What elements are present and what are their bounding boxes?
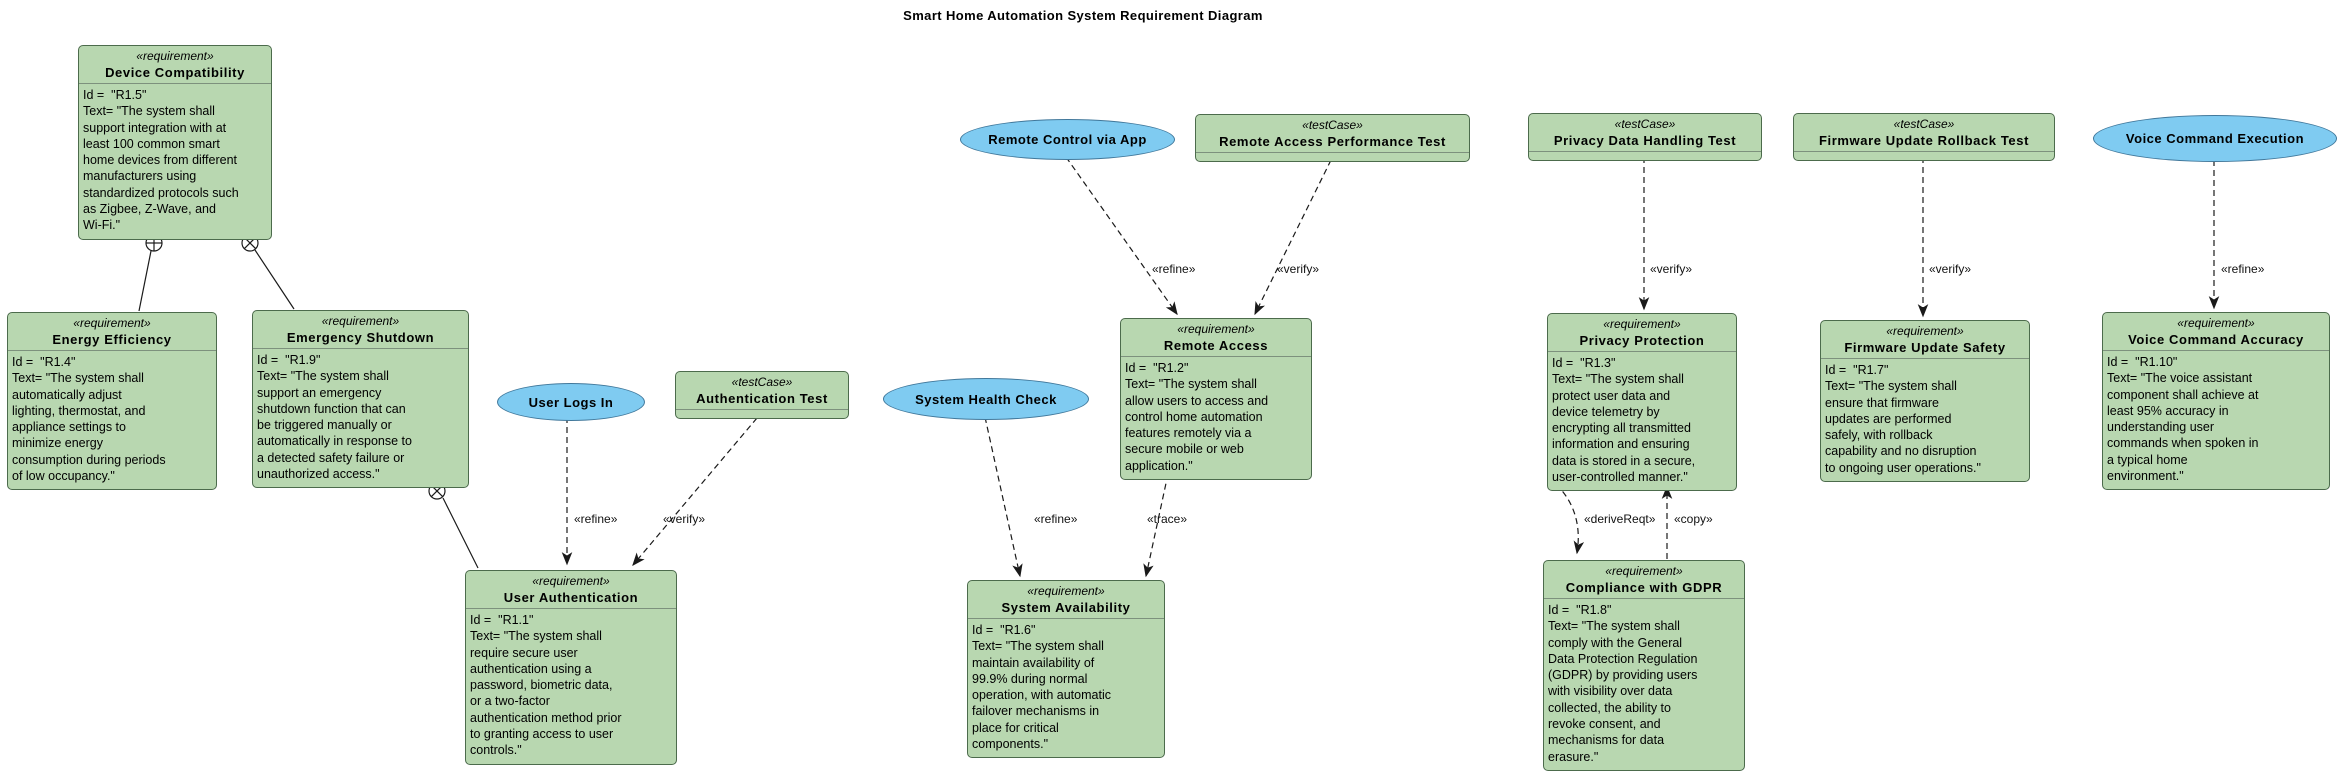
requirement-body: Id = "R1.1" Text= "The system shall requ… <box>470 613 622 758</box>
edge-label-refine: «refine» <box>1152 262 1196 276</box>
edge-label-copy: «copy» <box>1674 512 1713 526</box>
node-header: «requirement» Emergency Shutdown <box>253 311 468 349</box>
stereotype-label: «testCase» <box>1302 118 1363 132</box>
edge-verify-authentication-test <box>632 417 758 567</box>
node-header: «requirement» Compliance with GDPR <box>1544 561 1744 599</box>
node-name: Remote Control via App <box>988 132 1147 147</box>
stereotype-label: «testCase» <box>1893 117 1955 131</box>
node-name: Voice Command Accuracy <box>2128 332 2304 347</box>
requirement-body: Id = "R1.4" Text= "The system shall auto… <box>12 355 166 484</box>
stereotype-label: «requirement» <box>1886 324 1964 338</box>
requirement-device-compatibility: «requirement» Device Compatibility Id = … <box>78 45 272 240</box>
node-header: «requirement» Voice Command Accuracy <box>2103 313 2329 351</box>
edge-contains-user-auth <box>442 497 479 569</box>
node-header: «testCase» Firmware Update Rollback Test <box>1794 114 2054 152</box>
requirement-body: Id = "R1.2" Text= "The system shall allo… <box>1125 361 1269 473</box>
edge-label-derivereqt: «deriveReqt» <box>1584 512 1656 526</box>
node-name: Voice Command Execution <box>2125 131 2305 146</box>
usecase-remote-control-via-app: Remote Control via App <box>960 119 1175 160</box>
requirement-body: Id = "R1.9" Text= "The system shall supp… <box>257 353 412 482</box>
usecase-voice-command-execution: Voice Command Execution <box>2093 115 2337 162</box>
node-header: «testCase» Privacy Data Handling Test <box>1529 114 1761 152</box>
node-name: Firmware Update Rollback Test <box>1818 133 2030 148</box>
requirement-emergency-shutdown: «requirement» Emergency Shutdown Id = "R… <box>252 310 469 489</box>
node-name: Privacy Protection <box>1579 333 1705 348</box>
node-name: System Availability <box>1001 600 1131 615</box>
edge-refine-system-health-check <box>984 416 1023 578</box>
node-name: Remote Access Performance Test <box>1219 134 1446 149</box>
edge-contains-energy <box>138 250 152 312</box>
requirement-privacy-protection: «requirement» Privacy Protection Id = "R… <box>1547 313 1737 492</box>
edge-contains-emergency <box>254 249 295 310</box>
node-name: Authentication Test <box>696 391 828 406</box>
edge-label-refine: «refine» <box>574 512 618 526</box>
stereotype-label: «requirement» <box>2177 316 2255 330</box>
requirement-body: Id = "R1.3" Text= "The system shall prot… <box>1552 356 1696 485</box>
empty-compartment <box>1794 152 2054 160</box>
stereotype-label: «requirement» <box>1603 317 1681 331</box>
node-name: Device Compatibility <box>105 65 245 80</box>
empty-compartment <box>1529 152 1761 160</box>
stereotype-label: «requirement» <box>1027 584 1105 598</box>
requirement-body: Id = "R1.8" Text= "The system shall comp… <box>1548 603 1698 764</box>
requirement-body: Id = "R1.5" Text= "The system shall supp… <box>83 88 239 233</box>
empty-compartment <box>1196 153 1469 161</box>
requirement-voice-command-accuracy: «requirement» Voice Command Accuracy Id … <box>2102 312 2330 491</box>
requirement-system-availability: «requirement» System Availability Id = "… <box>967 580 1165 759</box>
node-name: Remote Access <box>1163 338 1269 353</box>
edge-label-refine: «refine» <box>1034 512 1078 526</box>
usecase-user-logs-in: User Logs In <box>497 383 645 421</box>
edge-verify-remote-perf-test <box>1254 159 1332 316</box>
testcase-privacy-data-handling-test: «testCase» Privacy Data Handling Test <box>1528 113 1762 161</box>
requirement-energy-efficiency: «requirement» Energy Efficiency Id = "R1… <box>7 312 217 491</box>
requirement-remote-access: «requirement» Remote Access Id = "R1.2" … <box>1120 318 1312 481</box>
node-header: «requirement» Privacy Protection <box>1548 314 1736 352</box>
node-name: User Authentication <box>503 590 639 605</box>
edge-label-verify: «verify» <box>1650 262 1693 276</box>
stereotype-label: «testCase» <box>1614 117 1676 131</box>
node-header: «requirement» Energy Efficiency <box>8 313 216 351</box>
stereotype-label: «testCase» <box>731 375 793 389</box>
node-name: User Logs In <box>528 394 614 410</box>
usecase-system-health-check: System Health Check <box>883 378 1089 420</box>
empty-compartment <box>676 410 848 418</box>
node-header: «testCase» Authentication Test <box>676 372 848 410</box>
stereotype-label: «requirement» <box>1605 564 1683 578</box>
node-header: «requirement» User Authentication <box>466 571 676 609</box>
edge-label-trace: «trace» <box>1147 512 1188 526</box>
edge-derivereqt <box>1555 483 1585 555</box>
requirement-body: Id = "R1.10" Text= "The voice assistant … <box>2107 355 2259 484</box>
edge-refine-remote-control <box>1065 156 1178 316</box>
node-name: Energy Efficiency <box>52 332 172 347</box>
stereotype-label: «requirement» <box>532 574 610 588</box>
edge-label-verify: «verify» <box>663 512 706 526</box>
requirement-body: Id = "R1.7" Text= "The system shall ensu… <box>1825 363 1981 475</box>
testcase-remote-access-performance-test: «testCase» Remote Access Performance Tes… <box>1195 114 1470 162</box>
edge-label-verify: «verify» <box>1277 262 1320 276</box>
requirement-user-authentication: «requirement» User Authentication Id = "… <box>465 570 677 765</box>
stereotype-label: «requirement» <box>136 49 214 63</box>
stereotype-label: «requirement» <box>1177 322 1255 336</box>
requirement-compliance-with-gdpr: «requirement» Compliance with GDPR Id = … <box>1543 560 1745 771</box>
node-name: Firmware Update Safety <box>1844 340 2006 355</box>
stereotype-label: «requirement» <box>321 314 400 328</box>
edge-label-verify: «verify» <box>1929 262 1972 276</box>
stereotype-label: «requirement» <box>73 316 151 330</box>
node-name: System Health Check <box>915 391 1057 407</box>
edge-label-refine: «refine» <box>2221 262 2265 276</box>
node-header: «testCase» Remote Access Performance Tes… <box>1196 115 1469 153</box>
diagram-title: Smart Home Automation System Requirement… <box>903 8 1263 23</box>
node-name: Compliance with GDPR <box>1565 580 1723 595</box>
testcase-authentication-test: «testCase» Authentication Test <box>675 371 849 419</box>
node-name: Privacy Data Handling Test <box>1553 133 1737 148</box>
testcase-firmware-update-rollback-test: «testCase» Firmware Update Rollback Test <box>1793 113 2055 161</box>
node-header: «requirement» Device Compatibility <box>79 46 271 84</box>
node-header: «requirement» Remote Access <box>1121 319 1311 357</box>
node-header: «requirement» Firmware Update Safety <box>1821 321 2029 359</box>
node-name: Emergency Shutdown <box>286 330 435 345</box>
requirement-body: Id = "R1.6" Text= "The system shall main… <box>972 623 1111 752</box>
requirement-firmware-update-safety: «requirement» Firmware Update Safety Id … <box>1820 320 2030 483</box>
node-header: «requirement» System Availability <box>968 581 1164 619</box>
edge-trace-remote-access <box>1143 473 1169 578</box>
